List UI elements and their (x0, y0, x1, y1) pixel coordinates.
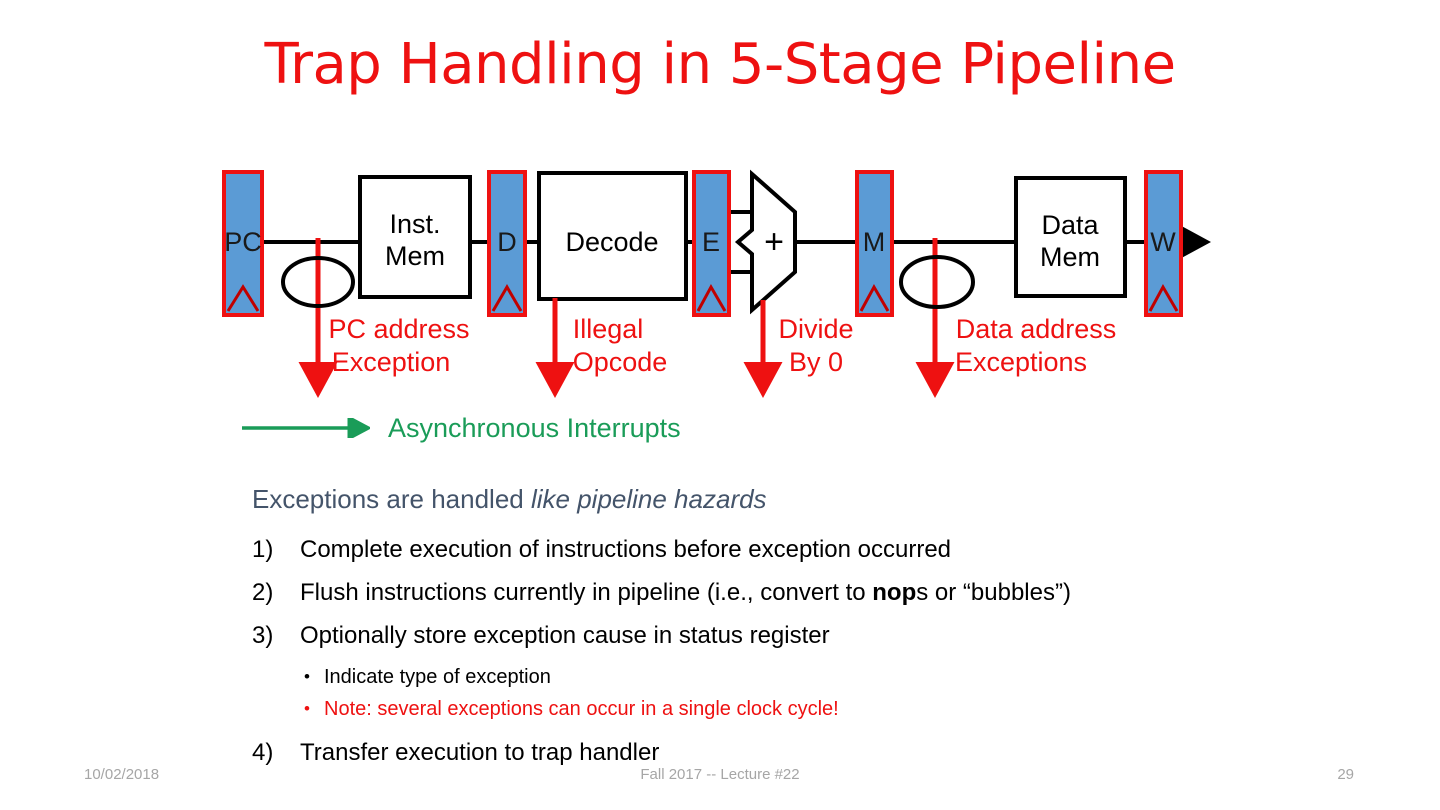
unit-decode-label: Decode (565, 227, 658, 257)
footer-course-info: Fall 2017 -- Lecture #22 (640, 766, 800, 783)
async-interrupts-arrow (240, 415, 372, 441)
list-item-text-pre: Flush instructions currently in pipeline… (300, 579, 873, 606)
bullet-dot-icon: • (304, 699, 310, 718)
lead-line-italic: like pipeline hazards (530, 484, 767, 514)
body-text: Exceptions are handled like pipeline haz… (252, 482, 1402, 774)
slide-footer: 10/02/2018 Fall 2017 -- Lecture #22 29 (0, 766, 1440, 786)
list-item: 1) Complete execution of instructions be… (252, 528, 1402, 571)
page-title: Trap Handling in 5-Stage Pipeline (264, 32, 1176, 97)
exception-detect-ellipse-pc (281, 256, 355, 308)
pipeline-register-pc: PC (222, 170, 264, 317)
exception-label-line2: By 0 (789, 347, 843, 377)
alu-unit: + (734, 169, 797, 315)
pipeline-register-d-label: D (497, 227, 517, 257)
lead-line: Exceptions are handled like pipeline haz… (252, 482, 1402, 516)
unit-inst-mem-line2: Mem (385, 241, 445, 271)
exception-label-divide-by-zero: Divide By 0 (778, 314, 853, 377)
list-item-number: 1) (252, 536, 274, 563)
list-item-text: Transfer execution to trap handler (300, 739, 660, 766)
pipeline-register-w: W (1144, 170, 1183, 317)
exception-label-illegal-opcode: Illegal Opcode (573, 314, 668, 377)
sub-list-item: • Note: several exceptions can occur in … (298, 693, 1402, 725)
pipeline-register-pc-label: PC (224, 227, 262, 257)
numbered-list: 1) Complete execution of instructions be… (252, 528, 1402, 657)
list-item: 4) Transfer execution to trap handler (252, 731, 1402, 774)
sub-list-item-text: Note: several exceptions can occur in a … (324, 698, 839, 720)
unit-data-mem: Data Mem (1014, 176, 1127, 298)
list-item-number: 4) (252, 739, 274, 766)
list-item-text-post: s or “bubbles”) (916, 579, 1071, 606)
footer-date: 10/02/2018 (84, 766, 160, 783)
list-item-number: 2) (252, 579, 274, 606)
exception-label-line1: Data address (956, 314, 1117, 344)
unit-data-mem-line2: Mem (1040, 242, 1100, 272)
pipeline-register-w-label: W (1150, 227, 1176, 257)
exception-detect-nodes (281, 255, 975, 309)
unit-data-mem-line1: Data (1041, 210, 1099, 240)
exception-label-line2: Exceptions (955, 347, 1087, 377)
lead-line-normal: Exceptions are handled (252, 484, 531, 514)
pipeline-diagram: Inst. Mem Decode Data Mem + PC D (0, 150, 1440, 400)
exception-label-line1: Illegal (573, 314, 644, 344)
list-item-text-bold: nop (872, 579, 917, 606)
pipeline-register-d: D (487, 170, 527, 317)
numbered-list-continued: 4) Transfer execution to trap handler (252, 731, 1402, 774)
unit-inst-mem-line1: Inst. (389, 209, 440, 239)
list-item-number: 3) (252, 622, 274, 649)
list-item-text: Optionally store exception cause in stat… (300, 622, 830, 649)
list-item: 2) Flush instructions currently in pipel… (252, 571, 1402, 614)
list-item: 3) Optionally store exception cause in s… (252, 614, 1402, 657)
async-interrupts-label: Asynchronous Interrupts (388, 412, 681, 443)
async-interrupts-row: Asynchronous Interrupts (240, 408, 681, 448)
footer-page-number: 29 (1337, 766, 1354, 783)
exception-label-data-address-exceptions: Data address Exceptions (955, 314, 1116, 377)
unit-inst-mem: Inst. Mem (358, 175, 472, 299)
alu-operation-symbol: + (764, 223, 784, 261)
exception-label-pc-address-exception: PC address Exception (328, 314, 469, 377)
exception-label-line2: Opcode (573, 347, 668, 377)
pipeline-register-m-label: M (863, 227, 886, 257)
bullet-dot-icon: • (304, 667, 310, 686)
pipeline-register-m: M (855, 170, 894, 317)
pipeline-register-e-label: E (702, 227, 720, 257)
exception-label-line2: Exception (332, 347, 451, 377)
sub-list-item-text: Indicate type of exception (324, 666, 551, 688)
pipeline-register-e: E (692, 170, 731, 317)
list-item-text: Complete execution of instructions befor… (300, 536, 952, 563)
unit-decode: Decode (537, 171, 688, 301)
sub-list-item: • Indicate type of exception (298, 661, 1402, 693)
sub-list: • Indicate type of exception • Note: sev… (298, 661, 1402, 725)
exception-detect-ellipse-mem (899, 255, 975, 309)
exception-label-line1: PC address (328, 314, 469, 344)
exception-label-line1: Divide (778, 314, 853, 344)
